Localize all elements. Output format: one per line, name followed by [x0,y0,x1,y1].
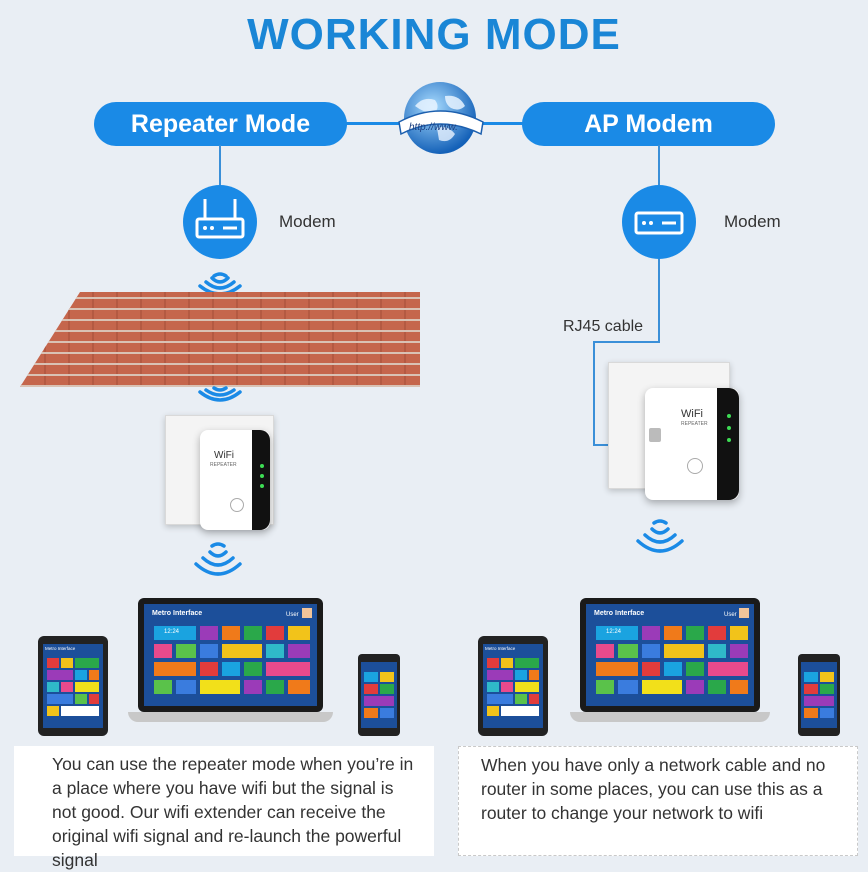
wifi-signal-icon [194,542,242,576]
wifi-signal-icon [636,519,684,553]
tablet-icon: Metro Interface [38,636,108,736]
wps-button [230,498,244,512]
right-modem-circle [622,185,696,259]
page-title: WORKING MODE [247,10,621,59]
left-vertical-line [219,145,221,185]
ap-modem-pill: AP Modem [522,102,775,146]
left-devices: Metro Interface Metro Interface User [38,596,403,741]
wps-button [687,458,703,474]
tablet-screen-title: Metro Interface [45,646,76,651]
globe-url-text: http://www. [409,122,458,133]
wifi-signal-icon [198,386,242,402]
brick-wall [20,292,420,387]
laptop-icon: Metro Interface User 12:24 [128,598,333,738]
laptop-time: 12:24 [164,629,180,635]
tablet-screen-title: Metro Interface [485,646,516,651]
device-brand: WiFi [214,450,234,461]
wifi-repeater-device: WiFi REPEATER [645,388,739,500]
cable-line-horizontal [593,341,660,343]
cable-line-vertical [658,259,660,343]
laptop-screen-title: Metro Interface [594,610,645,617]
connector-right [482,122,524,125]
router-icon [634,211,684,235]
laptop-icon: Metro Interface User 12:24 [570,598,770,738]
device-sub: REPEATER [681,421,708,427]
ap-description: When you have only a network cable and n… [458,746,858,856]
repeater-mode-pill: Repeater Mode [94,102,347,146]
phone-icon [358,654,400,736]
tablet-icon: Metro Interface [478,636,548,736]
right-vertical-line [658,145,660,185]
globe-icon: http://www. [393,78,488,160]
connector-left [345,122,400,125]
wifi-repeater-device: WiFi REPEATER [200,430,270,530]
router-icon [195,199,245,239]
laptop-screen-title: Metro Interface [152,610,203,617]
laptop-user-label: User [286,612,299,618]
device-sub: REPEATER [210,462,237,468]
phone-icon [798,654,840,736]
laptop-time: 12:24 [606,629,622,635]
rj45-cable-label: RJ45 cable [563,318,644,335]
ethernet-port [649,428,661,442]
right-modem-label: Modem [724,212,781,231]
laptop-user-label: User [724,612,737,618]
left-modem-label: Modem [279,212,336,231]
left-modem-circle [183,185,257,259]
right-devices: Metro Interface Metro Interface User [478,596,843,741]
cable-line-down [593,341,595,446]
device-brand: WiFi [681,408,703,420]
repeater-description: You can use the repeater mode when you’r… [14,746,434,870]
